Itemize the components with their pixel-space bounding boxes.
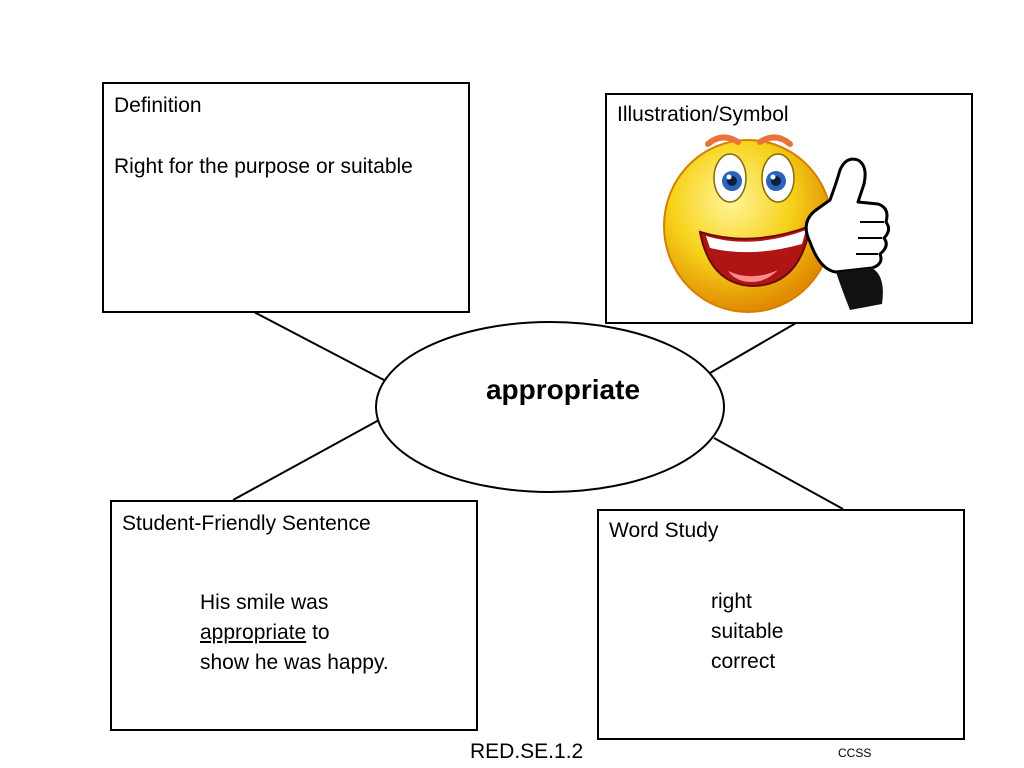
sentence-title: Student-Friendly Sentence — [122, 512, 371, 535]
connector-definition — [253, 311, 385, 381]
sentence-line-2-rest: to — [306, 621, 330, 644]
connector-illustration — [709, 322, 797, 374]
connector-sentence — [232, 419, 380, 501]
connector-word-study — [713, 437, 844, 510]
word-study-title: Word Study — [609, 519, 719, 542]
word-study-list: right suitable correct — [711, 587, 783, 677]
sentence-box: Student-Friendly Sentence His smile was … — [110, 500, 478, 731]
definition-box: Definition Right for the purpose or suit… — [102, 82, 470, 313]
footer-ccss-label: CCSS — [838, 746, 872, 760]
footer-standard-code: RED.SE.1.2 — [470, 740, 584, 763]
definition-title: Definition — [114, 94, 202, 117]
word-study-box: Word Study right suitable correct — [597, 509, 965, 740]
sentence-target-word: appropriate — [200, 621, 307, 644]
sentence-line-2: appropriate to — [200, 618, 389, 648]
thumbs-up-smiley-icon — [663, 134, 891, 313]
sentence-text: His smile was appropriate to show he was… — [200, 588, 389, 678]
center-word: appropriate — [485, 374, 641, 405]
definition-text: Right for the purpose or suitable — [114, 155, 413, 178]
word-study-item: correct — [711, 650, 776, 673]
illustration-title: Illustration/Symbol — [617, 103, 789, 126]
center-ellipse — [375, 321, 725, 493]
sentence-line-3: show he was happy. — [200, 651, 389, 674]
word-study-item: right — [711, 590, 752, 613]
word-study-item: suitable — [711, 620, 784, 643]
sentence-line-1: His smile was — [200, 591, 329, 614]
